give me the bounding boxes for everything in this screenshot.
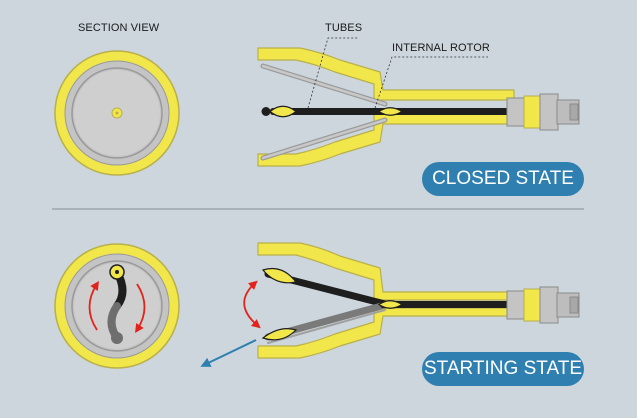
hub-grey-block-2b: [539, 286, 559, 324]
internal-rotor-label: INTERNAL ROTOR: [392, 42, 490, 54]
hub-grey-block: [506, 97, 526, 127]
arm-grey-lower-edge: [267, 309, 386, 344]
rotation-arrow-left: [88, 280, 99, 331]
hub-grey-block-2: [539, 93, 559, 131]
side-view-starting: [200, 242, 580, 367]
housing-bottom-2: [257, 307, 515, 359]
leaf-lower: [261, 328, 298, 341]
tube-lower-inner: [261, 118, 387, 160]
hub-yellow-band-b: [523, 288, 543, 322]
leader-tubes: [307, 37, 358, 109]
section-view-closed: [54, 50, 180, 176]
section-view-starting: [54, 243, 180, 369]
closed-state-badge: CLOSED STATE: [422, 162, 584, 196]
leaf-tip-left: [269, 105, 297, 118]
starting-state-badge: STARTING STATE: [422, 352, 584, 386]
outflow-arrow: [200, 339, 257, 367]
rotor-bottom-grey: [111, 332, 123, 344]
housing-top-2: [257, 242, 515, 301]
leaf-upper: [261, 267, 298, 284]
hub-knob-b: [569, 296, 579, 314]
inner-ring-line-2: [71, 260, 163, 352]
inner-ring-line: [71, 67, 163, 159]
leaf-tip-rotor: [377, 107, 404, 116]
section-view-label: SECTION VIEW: [78, 22, 160, 34]
rotor-shaft-2: [380, 301, 518, 308]
hub-grey-block-b: [506, 290, 526, 320]
leader-internal-rotor: [374, 56, 488, 109]
leaf-rotor-2: [377, 300, 404, 309]
hub-knob: [569, 103, 579, 121]
side-view-closed: [257, 37, 580, 167]
center-yellow-dot-core: [115, 111, 119, 115]
tubes-label: TUBES: [325, 22, 363, 34]
rotation-arrow-right: [135, 283, 146, 334]
shaft-end-cap: [261, 107, 271, 116]
hub-yellow-band: [523, 95, 543, 129]
tube-upper-inner: [261, 64, 387, 106]
rotor-top-dot: [115, 270, 119, 274]
swing-arrow: [243, 280, 261, 329]
